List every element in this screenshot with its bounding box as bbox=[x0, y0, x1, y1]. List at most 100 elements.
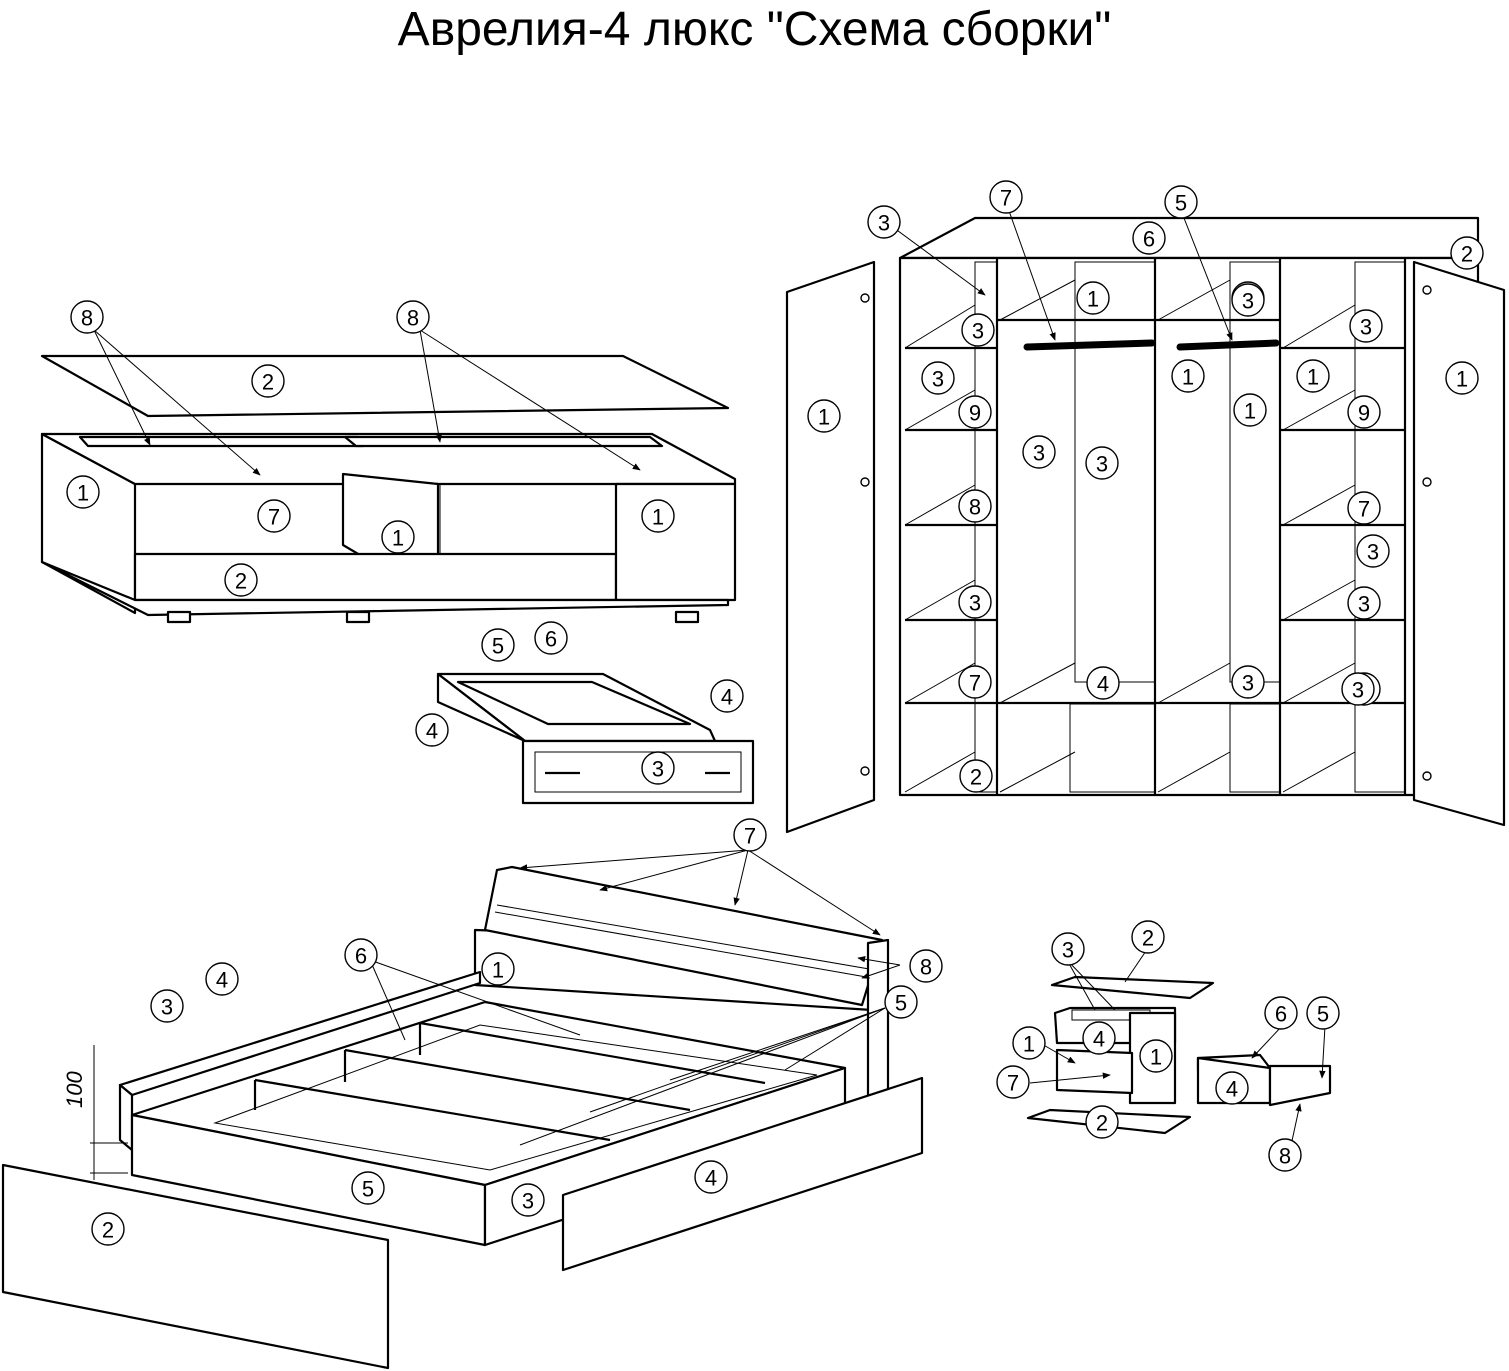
callout-wardrobe-1: 5 bbox=[1164, 185, 1198, 219]
callout-nightstand-drawer-2: 4 bbox=[1215, 1071, 1249, 1105]
callout-circle bbox=[958, 395, 992, 429]
callout-number: 3 bbox=[878, 211, 890, 236]
callout-circle bbox=[1306, 996, 1340, 1030]
callout-wardrobe-11: 1 bbox=[807, 399, 841, 433]
callout-number: 8 bbox=[81, 306, 93, 331]
callout-bed-6: 5 bbox=[884, 985, 918, 1019]
callout-number: 9 bbox=[969, 401, 981, 426]
callout-number: 2 bbox=[102, 1218, 114, 1243]
callout-nightstand-5: 7 bbox=[996, 1065, 1030, 1099]
callout-wardrobe-12: 1 bbox=[1445, 361, 1479, 395]
callout-circle bbox=[1082, 1021, 1116, 1055]
callout-bed-10: 3 bbox=[511, 1183, 545, 1217]
callout-number: 2 bbox=[970, 765, 982, 790]
callout-number: 6 bbox=[545, 627, 557, 652]
callout-wardrobe-13: 9 bbox=[958, 395, 992, 429]
callout-wardrobe-30: 2 bbox=[959, 759, 993, 793]
callout-number: 9 bbox=[1358, 401, 1370, 426]
callout-number: 7 bbox=[268, 505, 280, 530]
callout-nightstand-2: 4 bbox=[1082, 1021, 1116, 1055]
callout-tv-stand-4: 7 bbox=[257, 499, 291, 533]
callout-circle bbox=[205, 962, 239, 996]
callout-number: 5 bbox=[492, 634, 504, 659]
callout-circle bbox=[415, 713, 449, 747]
callout-number: 4 bbox=[1226, 1077, 1238, 1102]
callout-number: 3 bbox=[972, 319, 984, 344]
callout-circle bbox=[150, 989, 184, 1023]
callout-circle bbox=[1233, 393, 1267, 427]
callout-drawer-3: 4 bbox=[415, 713, 449, 747]
callout-tv-stand-5: 1 bbox=[381, 520, 415, 554]
callout-nightstand-0: 3 bbox=[1051, 932, 1085, 966]
callout-tv-stand-2: 2 bbox=[251, 364, 285, 398]
nightstand-assembly bbox=[1026, 944, 1332, 1151]
callout-number: 4 bbox=[705, 1166, 717, 1191]
callout-bed-2: 1 bbox=[481, 952, 515, 986]
callout-wardrobe-9: 1 bbox=[1171, 359, 1205, 393]
callout-circle bbox=[70, 300, 104, 334]
callout-number: 6 bbox=[1275, 1002, 1287, 1027]
callout-circle bbox=[867, 205, 901, 239]
callout-number: 8 bbox=[969, 495, 981, 520]
callout-circle bbox=[481, 628, 515, 662]
callout-circle bbox=[1347, 395, 1381, 429]
callout-circle bbox=[351, 1171, 385, 1205]
callout-nightstand-drawer-1: 5 bbox=[1306, 996, 1340, 1030]
callout-wardrobe-15: 3 bbox=[1022, 435, 1056, 469]
callout-circle bbox=[989, 180, 1023, 214]
callout-nightstand-drawer-3: 8 bbox=[1268, 1138, 1302, 1172]
callout-circle bbox=[958, 585, 992, 619]
callout-circle bbox=[1086, 666, 1120, 700]
callout-circle bbox=[959, 759, 993, 793]
callout-nightstand-1: 2 bbox=[1131, 920, 1165, 954]
callout-circle bbox=[1085, 446, 1119, 480]
callout-number: 4 bbox=[426, 719, 438, 744]
callout-number: 4 bbox=[721, 685, 733, 710]
callout-wardrobe-23: 7 bbox=[958, 665, 992, 699]
callout-circle bbox=[1349, 309, 1383, 343]
callout-circle bbox=[1085, 1105, 1119, 1139]
callout-circle bbox=[66, 475, 100, 509]
callout-number: 1 bbox=[1456, 367, 1468, 392]
callout-number: 1 bbox=[77, 481, 89, 506]
tv-stand-assembly bbox=[40, 329, 737, 624]
callout-wardrobe-6: 3 bbox=[961, 313, 995, 347]
callout-number: 4 bbox=[216, 968, 228, 993]
callout-drawer-2: 4 bbox=[710, 679, 744, 713]
callout-circle bbox=[710, 679, 744, 713]
callout-bed-5: 3 bbox=[150, 989, 184, 1023]
callout-number: 7 bbox=[1358, 497, 1370, 522]
callout-drawer-4: 3 bbox=[641, 751, 675, 785]
callout-circle bbox=[1051, 932, 1085, 966]
callout-number: 3 bbox=[1242, 671, 1254, 696]
callout-nightstand-drawer-0: 6 bbox=[1264, 996, 1298, 1030]
callout-number: 5 bbox=[895, 991, 907, 1016]
callout-number: 3 bbox=[1096, 452, 1108, 477]
callout-number: 2 bbox=[1461, 242, 1473, 267]
callout-circle bbox=[1264, 996, 1298, 1030]
callout-circle bbox=[344, 938, 378, 972]
callout-number: 2 bbox=[262, 370, 274, 395]
callout-circle bbox=[251, 364, 285, 398]
callout-circle bbox=[807, 399, 841, 433]
callout-circle bbox=[921, 361, 955, 395]
callout-circle bbox=[1012, 1026, 1046, 1060]
callout-wardrobe-29: 3 bbox=[1341, 672, 1375, 706]
callout-circle bbox=[641, 499, 675, 533]
callout-wardrobe-3: 2 bbox=[1450, 236, 1484, 270]
callout-number: 1 bbox=[1244, 399, 1256, 424]
callout-drawer-0: 5 bbox=[481, 628, 515, 662]
callout-tv-stand-3: 1 bbox=[66, 475, 100, 509]
callout-bed-11: 4 bbox=[694, 1160, 728, 1194]
callout-number: 3 bbox=[1360, 315, 1372, 340]
callout-tv-stand-7: 2 bbox=[224, 563, 258, 597]
callout-circle bbox=[884, 985, 918, 1019]
callout-circle bbox=[1296, 359, 1330, 393]
callout-bed-9: 5 bbox=[351, 1171, 385, 1205]
callout-circle bbox=[1171, 359, 1205, 393]
callout-tv-stand-0: 8 bbox=[70, 300, 104, 334]
callout-circle bbox=[381, 520, 415, 554]
dimension-label: 100 bbox=[62, 1071, 87, 1108]
